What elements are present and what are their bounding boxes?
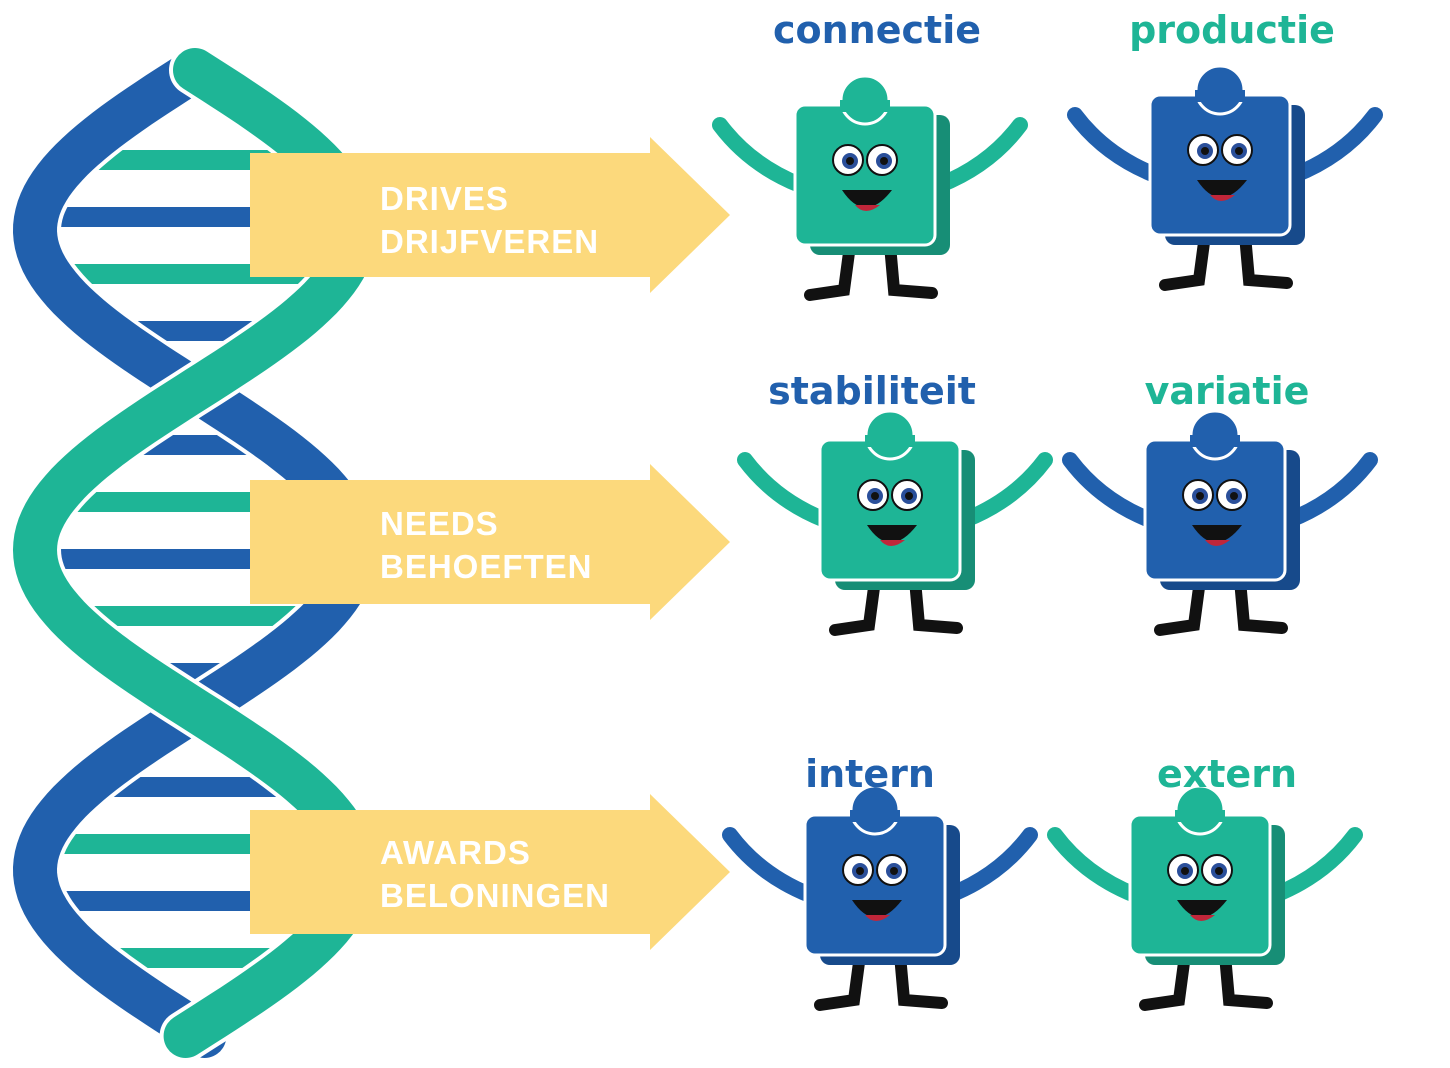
puzzle-tab-join xyxy=(850,810,900,822)
leg xyxy=(1159,229,1211,291)
pupil-core xyxy=(1196,492,1204,500)
arm xyxy=(1282,452,1378,528)
arm xyxy=(957,452,1053,528)
arrow-shape xyxy=(250,464,730,620)
mouth xyxy=(1177,900,1227,918)
arrow-label-awards: AWARDS BELONINGEN xyxy=(380,832,610,918)
mouth xyxy=(852,900,902,918)
arm xyxy=(722,827,818,903)
puzzle-body xyxy=(1148,93,1292,237)
title-extern: extern xyxy=(1156,752,1297,796)
character-treasure-chest xyxy=(1047,784,1363,1011)
pupil-core xyxy=(856,867,864,875)
title-intern: intern xyxy=(805,752,935,796)
arrow-label-line1: DRIVES xyxy=(380,180,509,217)
leg xyxy=(804,239,856,301)
leg xyxy=(814,949,866,1011)
puzzle-tab-join xyxy=(1190,435,1240,447)
puzzle-body xyxy=(1143,438,1287,582)
leg xyxy=(909,574,963,634)
title-productie: productie xyxy=(1129,8,1335,52)
pupil-core xyxy=(1181,867,1189,875)
leg xyxy=(1139,949,1191,1011)
character-open-arms xyxy=(712,74,1028,301)
leg xyxy=(1239,229,1293,289)
pupil-core xyxy=(871,492,879,500)
pupil-core xyxy=(1235,147,1243,155)
tongue xyxy=(1190,915,1215,921)
arm xyxy=(737,452,833,528)
arm xyxy=(712,117,808,193)
leg xyxy=(1219,949,1273,1009)
tongue xyxy=(1205,540,1230,546)
title-connectie: connectie xyxy=(773,8,981,52)
characters xyxy=(712,64,1383,1011)
mouth xyxy=(1197,180,1247,198)
puzzle-body xyxy=(818,438,962,582)
character-thinking-suit xyxy=(1067,64,1383,291)
puzzle-body xyxy=(793,103,937,247)
pupil-core xyxy=(1230,492,1238,500)
arm xyxy=(1267,827,1363,903)
pupil-core xyxy=(905,492,913,500)
leg xyxy=(884,239,938,299)
arm xyxy=(1067,107,1163,183)
pupil-core xyxy=(1201,147,1209,155)
mouth xyxy=(1192,525,1242,543)
leg xyxy=(1154,574,1206,636)
character-clipboard xyxy=(737,409,1053,636)
title-stabiliteit: stabiliteit xyxy=(768,369,976,413)
mouth xyxy=(867,525,917,543)
puzzle-body xyxy=(803,813,947,957)
arm xyxy=(932,117,1028,193)
arrow-label-line2: BEHOEFTEN xyxy=(380,547,593,585)
mouth xyxy=(842,190,892,208)
arrow-label-needs: NEEDS BEHOEFTEN xyxy=(380,503,593,589)
puzzle-body xyxy=(1128,813,1272,957)
character-hiker xyxy=(1062,409,1378,636)
puzzle-tab-join xyxy=(840,100,890,112)
pupil-core xyxy=(1215,867,1223,875)
puzzle-tab-join xyxy=(1175,810,1225,822)
pupil-core xyxy=(846,157,854,165)
arm xyxy=(942,827,1038,903)
arrow-label-line2: DRIJFVEREN xyxy=(380,222,600,260)
tongue xyxy=(1210,195,1235,201)
arrow-shape xyxy=(250,137,730,293)
arm xyxy=(1047,827,1143,903)
arrows xyxy=(250,137,730,950)
puzzle-tab-join xyxy=(865,435,915,447)
tongue xyxy=(880,540,905,546)
arm xyxy=(1062,452,1158,528)
arrow-label-drives: DRIVES DRIJFVEREN xyxy=(380,178,599,264)
tongue xyxy=(855,205,880,211)
arrow-shape xyxy=(250,794,730,950)
tongue xyxy=(865,915,890,921)
pupil-core xyxy=(890,867,898,875)
puzzle-tab-join xyxy=(1195,90,1245,102)
title-variatie: variatie xyxy=(1144,369,1310,413)
leg xyxy=(894,949,948,1009)
leg xyxy=(829,574,881,636)
character-fist-pump xyxy=(722,784,1038,1011)
arrow-label-line2: BELONINGEN xyxy=(380,876,611,914)
leg xyxy=(1234,574,1288,634)
arrow-label-line1: NEEDS xyxy=(380,505,499,542)
pupil-core xyxy=(880,157,888,165)
arm xyxy=(1287,107,1383,183)
arrow-label-line1: AWARDS xyxy=(380,834,531,871)
